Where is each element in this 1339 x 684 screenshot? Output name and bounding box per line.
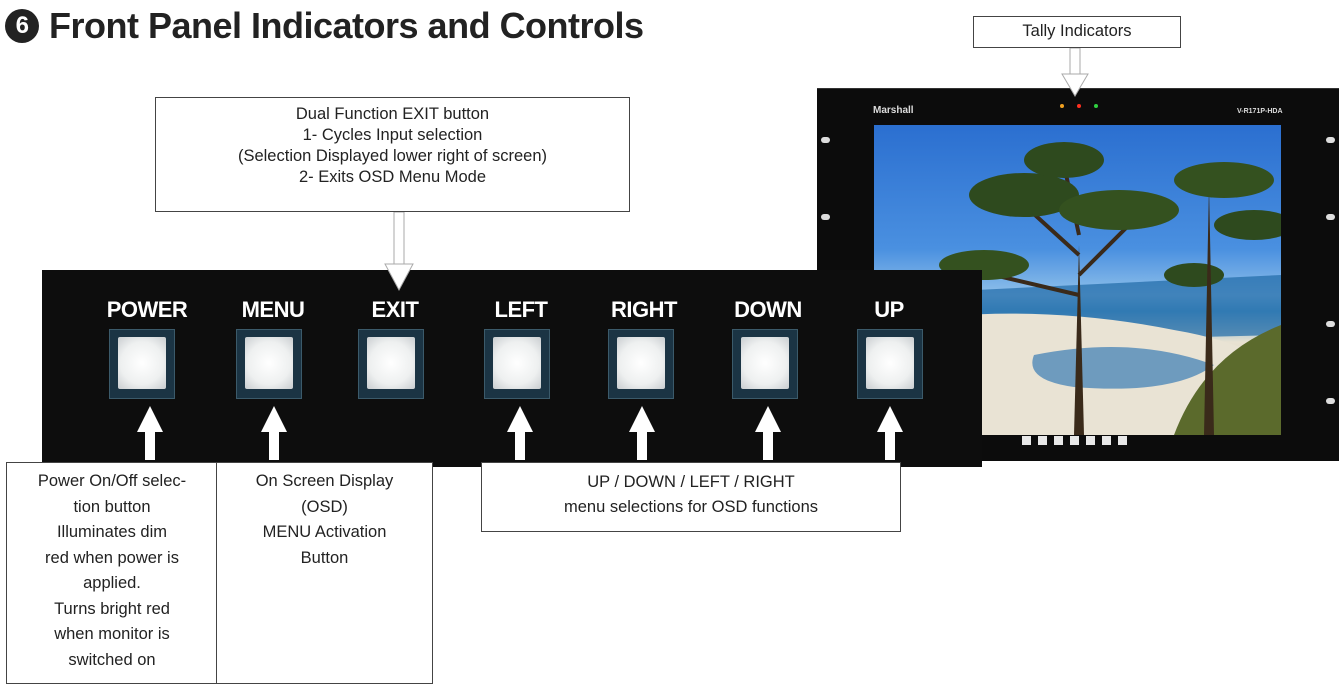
rack-hole	[1326, 214, 1335, 220]
down-arrow-icon	[755, 406, 781, 460]
tally-indicator-amber	[1060, 104, 1064, 108]
right-arrow-icon	[629, 406, 655, 460]
right-button-face	[617, 337, 665, 389]
page-title: 6 Front Panel Indicators and Controls	[5, 2, 644, 50]
menu-button-label: MENU	[241, 297, 305, 322]
rack-hole	[1326, 321, 1335, 327]
section-number-badge: 6	[5, 9, 39, 43]
menu-arrow-icon	[261, 406, 287, 460]
exit-callout-line: 1- Cycles Input selection	[302, 126, 483, 144]
tally-indicators-callout: Tally Indicators	[973, 16, 1181, 48]
rack-hole	[1326, 137, 1335, 143]
mini-up-button	[1118, 436, 1127, 445]
mini-down-button	[1102, 436, 1111, 445]
power-button-face	[118, 337, 166, 389]
right-button[interactable]	[608, 329, 674, 399]
menu-button-callout: On Screen Display (OSD) MENU Activation …	[216, 462, 433, 684]
down-button-label: DOWN	[734, 297, 802, 322]
power-arrow-icon	[137, 406, 163, 460]
power-button-callout: Power On/Off selec- tion button Illumina…	[6, 462, 218, 684]
rack-hole	[821, 214, 830, 220]
power-callout-line: Turns bright red	[54, 599, 170, 618]
power-callout-line: Power On/Off selec-	[37, 472, 187, 490]
menu-callout-line: On Screen Display	[255, 472, 394, 490]
power-callout-line: applied.	[83, 574, 141, 592]
nav-callout-line: UP / DOWN / LEFT / RIGHT	[587, 473, 795, 491]
nav-callout-line: menu selections for OSD functions	[563, 498, 819, 516]
left-arrow-icon	[507, 406, 533, 460]
exit-callout-line: 2- Exits OSD Menu Mode	[298, 168, 487, 186]
left-button[interactable]	[484, 329, 550, 399]
power-callout-line: switched on	[68, 650, 156, 669]
power-callout-line: tion button	[73, 497, 151, 516]
mini-exit-button	[1054, 436, 1063, 445]
up-arrow-icon	[877, 406, 903, 460]
down-button-face	[741, 337, 789, 389]
mini-right-button	[1086, 436, 1095, 445]
title-text: Front Panel Indicators and Controls	[49, 5, 644, 46]
rack-hole	[1326, 398, 1335, 404]
exit-arrow-icon	[384, 212, 414, 292]
menu-callout-line: MENU Activation	[262, 523, 387, 541]
menu-button-face	[245, 337, 293, 389]
power-callout-line: when monitor is	[54, 625, 170, 643]
menu-callout-line: Button	[300, 548, 349, 567]
down-button[interactable]	[732, 329, 798, 399]
menu-button[interactable]	[236, 329, 302, 399]
mini-power-button	[1022, 436, 1031, 445]
power-callout-line: Illuminates dim	[56, 523, 168, 541]
left-button-label: LEFT	[494, 297, 549, 322]
exit-callout-line: Dual Function EXIT button	[295, 105, 490, 123]
menu-callout-line: (OSD)	[301, 497, 348, 516]
tally-arrow-icon	[1061, 48, 1089, 97]
navigation-buttons-callout: UP / DOWN / LEFT / RIGHT menu selections…	[481, 462, 901, 532]
up-button[interactable]	[857, 329, 923, 399]
rack-hole	[821, 137, 830, 143]
mini-left-button	[1070, 436, 1079, 445]
exit-callout-line: (Selection Displayed lower right of scre…	[237, 147, 548, 165]
monitor-model: V-R171P-HDA	[1237, 108, 1283, 115]
up-button-label: UP	[874, 297, 904, 322]
right-button-label: RIGHT	[611, 297, 677, 322]
exit-button-label: EXIT	[371, 297, 419, 322]
left-button-face	[493, 337, 541, 389]
power-button[interactable]	[109, 329, 175, 399]
mini-menu-button	[1038, 436, 1047, 445]
exit-button-face	[367, 337, 415, 389]
exit-button-callout: Dual Function EXIT button 1- Cycles Inpu…	[155, 97, 630, 212]
up-button-face	[866, 337, 914, 389]
power-callout-line: red when power is	[45, 548, 179, 567]
power-button-label: POWER	[106, 297, 188, 322]
tally-callout-text: Tally Indicators	[1022, 22, 1132, 40]
tally-indicator-green	[1094, 104, 1098, 108]
exit-button[interactable]	[358, 329, 424, 399]
tally-indicator-red	[1077, 104, 1081, 108]
monitor-brand: Marshall	[873, 105, 914, 116]
